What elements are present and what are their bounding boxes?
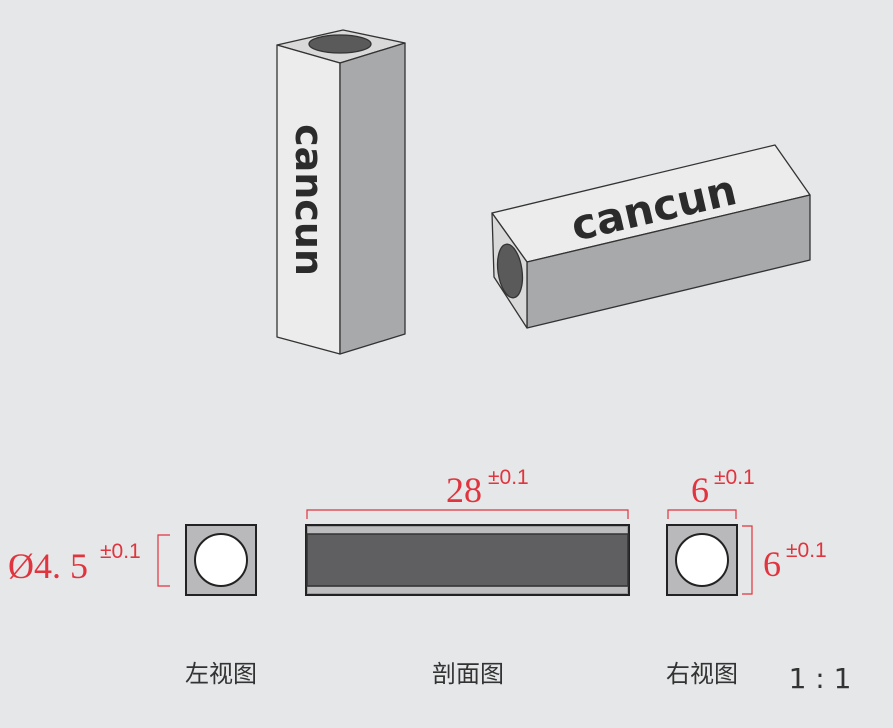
caption-left-view: 左视图 bbox=[185, 660, 257, 688]
section-bottom-wall bbox=[308, 587, 627, 593]
section-bore bbox=[306, 533, 629, 587]
length-tolerance: ±0.1 bbox=[488, 466, 529, 489]
caption-right-view: 右视图 bbox=[666, 660, 738, 688]
vertical-block-hole bbox=[308, 34, 372, 54]
vertical-block-logo: cancun bbox=[287, 124, 331, 276]
scale-label: 1 : 1 bbox=[789, 662, 852, 695]
length-dimension-value: 28 bbox=[446, 470, 482, 510]
height-dimension-bracket bbox=[742, 525, 753, 595]
width-dimension-bracket bbox=[667, 509, 737, 519]
vertical-block-isometric: cancun bbox=[276, 29, 406, 355]
height-tolerance: ±0.1 bbox=[786, 539, 827, 562]
section-view: 28 ±0.1 bbox=[305, 466, 630, 596]
section-top-wall bbox=[308, 527, 627, 534]
vertical-block-right-face bbox=[339, 42, 406, 355]
left-view: Ø4. 5 ±0.1 bbox=[8, 524, 257, 596]
width-dimension-value: 6 bbox=[691, 470, 709, 510]
height-dimension-value: 6 bbox=[763, 544, 781, 584]
horizontal-block-hole bbox=[496, 243, 524, 299]
right-view-hole bbox=[675, 533, 729, 587]
horizontal-block-isometric: cancun bbox=[491, 144, 811, 329]
length-dimension-bracket bbox=[306, 509, 629, 519]
left-view-hole bbox=[194, 533, 248, 587]
diameter-dimension-bracket bbox=[157, 534, 170, 587]
caption-section-view: 剖面图 bbox=[432, 660, 504, 688]
diameter-tolerance: ±0.1 bbox=[100, 540, 141, 563]
diameter-dimension-value: Ø4. 5 bbox=[8, 546, 88, 586]
right-view: 6 ±0.1 6 ±0.1 bbox=[666, 466, 827, 596]
width-tolerance: ±0.1 bbox=[714, 466, 755, 489]
